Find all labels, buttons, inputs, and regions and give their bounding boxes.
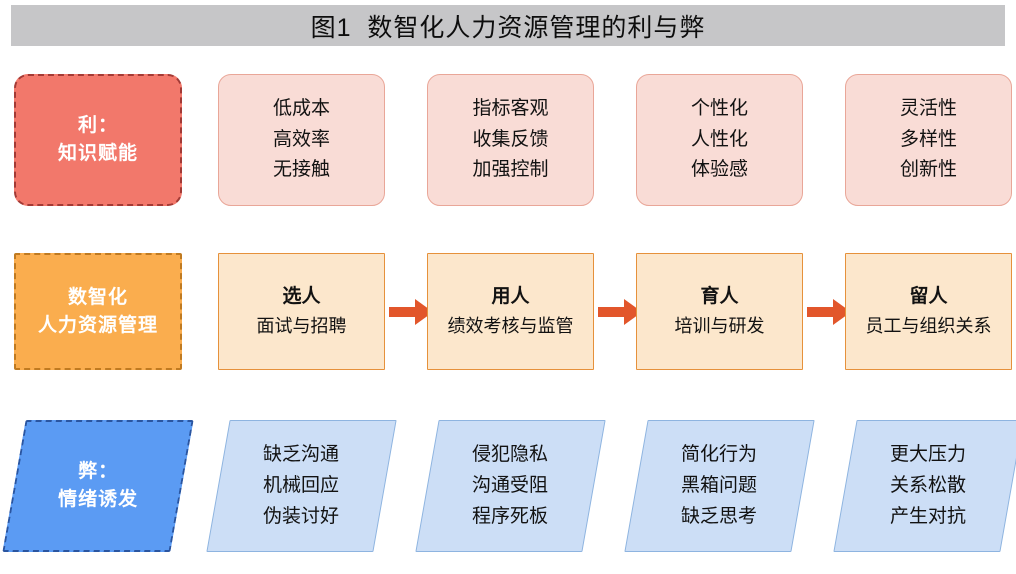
cons-card-2-inner: 侵犯隐私 沟通受阻 程序死板 [472,440,548,532]
cons-card-4-line-3: 产生对抗 [890,505,967,527]
cons-card-2[interactable]: 侵犯隐私 沟通受阻 程序死板 [415,420,606,552]
pros-card-1[interactable]: 低成本 高效率 无接触 [218,74,385,206]
core-card-2-title: 用人 [491,285,530,307]
cons-card-3-inner: 简化行为 黑箱问题 缺乏思考 [681,440,757,532]
pros-card-3-line-1: 个性化 [690,97,748,119]
pros-row: 利： 知识赋能 低成本 高效率 无接触 指标客观 收集反馈 加强控制 个性化 人… [0,74,1016,206]
pros-card-4-line-2: 多样性 [899,128,957,150]
cons-label-line1: 弊： [77,461,118,483]
core-card-1[interactable]: 选人 面试与招聘 [218,253,385,370]
core-card-3-title: 育人 [700,285,739,307]
cons-card-1-line-2: 机械回应 [263,474,340,496]
core-label-line2: 人力资源管理 [37,314,158,336]
cons-card-3-line-1: 简化行为 [681,443,758,465]
core-card-1-subtitle: 面试与招聘 [256,316,347,337]
core-card-4-subtitle: 员工与组织关系 [865,316,992,337]
cons-card-3[interactable]: 简化行为 黑箱问题 缺乏思考 [624,420,815,552]
core-row-label: 数智化 人力资源管理 [14,253,182,370]
pros-label-line2: 知识赋能 [57,143,138,164]
page-title: 图1 数智化人力资源管理的利与弊 [310,13,706,42]
core-card-2[interactable]: 用人 绩效考核与监管 [427,253,594,370]
cons-card-1-inner: 缺乏沟通 机械回应 伪装讨好 [263,440,339,532]
cons-label-line2: 情绪诱发 [57,489,138,510]
pros-card-3-line-3: 体验感 [690,159,748,181]
cons-card-4[interactable]: 更大压力 关系松散 产生对抗 [833,420,1016,552]
cons-card-1-line-3: 伪装讨好 [263,505,340,527]
cons-label-inner: 弊： 情绪诱发 [58,458,138,513]
cons-card-1-line-1: 缺乏沟通 [263,443,340,465]
cons-card-2-line-2: 沟通受阻 [472,474,549,496]
cons-card-3-line-3: 缺乏思考 [681,505,758,527]
cons-card-1[interactable]: 缺乏沟通 机械回应 伪装讨好 [206,420,397,552]
process-arrow-1 [385,253,437,370]
pros-card-1-line-3: 无接触 [272,159,330,181]
pros-label-line1: 利： [77,115,118,137]
cons-card-2-line-3: 程序死板 [472,505,549,527]
cons-card-4-line-2: 关系松散 [890,474,967,496]
process-arrow-3 [803,253,855,370]
core-card-3[interactable]: 育人 培训与研发 [636,253,803,370]
pros-card-4[interactable]: 灵活性 多样性 创新性 [845,74,1012,206]
pros-card-1-line-1: 低成本 [272,97,330,119]
figure-title-bar: 图1 数智化人力资源管理的利与弊 [11,5,1005,46]
pros-card-2-line-1: 指标客观 [472,97,549,119]
process-arrow-2 [594,253,646,370]
pros-card-4-line-1: 灵活性 [899,97,957,119]
pros-card-2-line-3: 加强控制 [472,159,549,181]
core-card-1-title: 选人 [282,285,321,307]
pros-card-3-line-2: 人性化 [690,128,748,150]
core-card-4[interactable]: 留人 员工与组织关系 [845,253,1012,370]
cons-row: 弊： 情绪诱发 缺乏沟通 机械回应 伪装讨好 侵犯隐私 沟通受阻 程序死板 简化… [0,420,1016,552]
pros-card-2-line-2: 收集反馈 [472,128,549,150]
core-process-row: 数智化 人力资源管理 选人 面试与招聘 用人 绩效考核与监管 育人 培训与研发 [0,253,1016,370]
cons-card-2-line-1: 侵犯隐私 [472,443,549,465]
cons-row-label: 弊： 情绪诱发 [2,420,194,552]
pros-card-2[interactable]: 指标客观 收集反馈 加强控制 [427,74,594,206]
core-card-3-subtitle: 培训与研发 [674,316,765,337]
pros-card-4-line-3: 创新性 [899,159,957,181]
core-card-4-title: 留人 [909,285,948,307]
cons-card-4-inner: 更大压力 关系松散 产生对抗 [890,440,966,532]
pros-row-label: 利： 知识赋能 [14,74,182,206]
pros-card-1-line-2: 高效率 [272,128,330,150]
core-card-2-subtitle: 绩效考核与监管 [447,316,574,337]
core-label-line1: 数智化 [67,286,128,308]
cons-card-3-line-2: 黑箱问题 [681,474,758,496]
pros-card-3[interactable]: 个性化 人性化 体验感 [636,74,803,206]
cons-card-4-line-1: 更大压力 [890,443,967,465]
